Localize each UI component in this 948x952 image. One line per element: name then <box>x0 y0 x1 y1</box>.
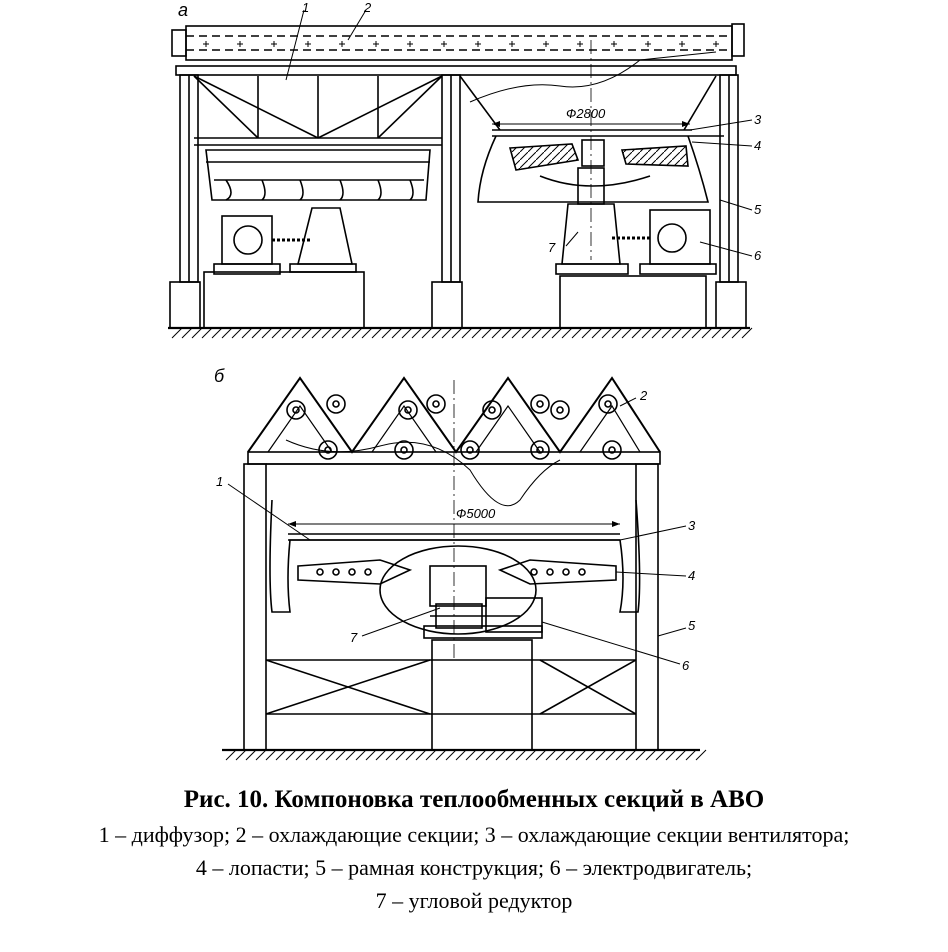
figure-a-callout-2: 2 <box>363 0 372 15</box>
figure-b-callout-7: 7 <box>350 630 358 645</box>
figure-a-callout-3: 3 <box>754 112 762 127</box>
figure-a-horizontal-layout <box>168 9 753 339</box>
figure-b-callout-2: 2 <box>639 388 648 403</box>
figure-b-label: б <box>214 366 225 386</box>
figure-a-dimension: Ф2800 <box>566 106 606 121</box>
figure-title: Рис. 10. Компоновка теплообменных секций… <box>183 786 765 813</box>
technical-drawing: а Ф2800 1 2 3 4 5 6 7 <box>168 0 762 761</box>
legend-line-2: 4 – лопасти; 5 – рамная конструкция; 6 –… <box>195 855 753 880</box>
figure-a-labels: а Ф2800 1 2 3 4 5 6 7 <box>178 0 762 263</box>
figure-b-dimension: Ф5000 <box>456 506 496 521</box>
figure-b-callout-5: 5 <box>688 618 696 633</box>
figure-b-callout-6: 6 <box>682 658 690 673</box>
figure-a-callout-7: 7 <box>548 240 556 255</box>
figure-a-label: а <box>178 0 188 20</box>
figure-b-zigzag-layout <box>222 376 707 761</box>
figure-a-callout-1: 1 <box>302 0 309 15</box>
figure-b-callout-3: 3 <box>688 518 696 533</box>
legend-line-3: 7 – угловой редуктор <box>375 888 573 913</box>
figure-b-callout-1: 1 <box>216 474 223 489</box>
figure-a-callout-4: 4 <box>754 138 761 153</box>
figure-a-callout-5: 5 <box>754 202 762 217</box>
legend-line-1: 1 – диффузор; 2 – охлаждающие секции; 3 … <box>98 822 850 847</box>
figure-caption: Рис. 10. Компоновка теплообменных секций… <box>0 782 948 917</box>
figure-b-labels: б Ф5000 1 2 3 4 5 6 7 <box>214 366 696 673</box>
figure-b-callout-4: 4 <box>688 568 695 583</box>
figure-a-callout-6: 6 <box>754 248 762 263</box>
